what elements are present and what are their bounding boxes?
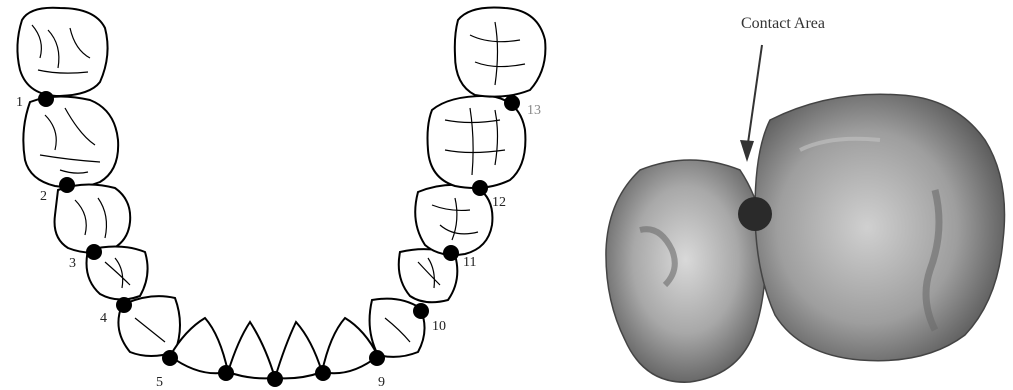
contact-dot-1 <box>38 91 54 107</box>
right-molar-crown <box>755 94 1005 360</box>
contact-dot-9 <box>369 350 385 366</box>
tooth-left-2nd-molar <box>23 96 118 187</box>
contact-area-label: Contact Area <box>741 15 825 32</box>
arrowhead-icon <box>740 140 754 162</box>
contact-dot-11 <box>443 245 459 261</box>
contact-label-4: 4 <box>100 311 107 326</box>
contact-label-13: 13 <box>527 103 541 118</box>
contact-label-12: 12 <box>492 195 506 210</box>
tooth-right-3rd-molar <box>455 8 546 97</box>
contact-label-2: 2 <box>40 189 47 204</box>
tooth-right-lateral-incisor <box>275 322 322 378</box>
tooth-left-1st-molar <box>55 184 131 252</box>
contact-label-11: 11 <box>463 255 476 270</box>
contact-dot-10 <box>413 303 429 319</box>
contact-dot-4 <box>116 297 132 313</box>
contact-dot-2 <box>59 177 75 193</box>
contact-area-dot <box>738 197 772 231</box>
contact-dot-8 <box>315 365 331 381</box>
contact-dot-5 <box>162 350 178 366</box>
contact-dot-7 <box>267 371 283 387</box>
contact-label-5: 5 <box>156 375 163 390</box>
contact-dot-13 <box>504 95 520 111</box>
contact-dot-6 <box>218 365 234 381</box>
tooth-left-3rd-molar <box>17 8 107 96</box>
tooth-left-lateral-incisor <box>228 322 275 378</box>
contact-dot-12 <box>472 180 488 196</box>
contact-label-3: 3 <box>69 256 76 271</box>
contact-area-diagram: Contact Area <box>606 15 1005 382</box>
contact-label-1: 1 <box>16 95 23 110</box>
contact-label-9: 9 <box>378 375 385 390</box>
left-molar-crown <box>606 160 766 382</box>
contact-dot-3 <box>86 244 102 260</box>
contact-label-10: 10 <box>432 319 446 334</box>
contact-area-arrow <box>747 45 762 150</box>
dental-arch-diagram: 1 2 3 4 5 9 10 11 12 13 <box>16 8 545 390</box>
